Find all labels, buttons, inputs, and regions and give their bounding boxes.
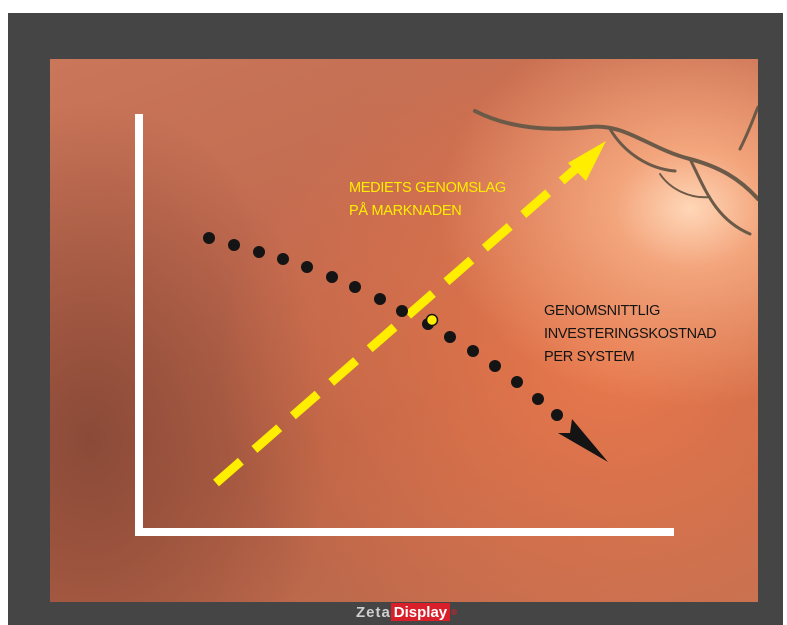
falling-line-dot: [228, 239, 240, 251]
registered-mark-icon: ®: [451, 608, 457, 617]
slide-frame: MEDIETS GENOMSLAG PÅ MARKNADEN GENOMSNIT…: [8, 13, 783, 625]
falling-line-dot: [253, 246, 265, 258]
brand-display-text: Display: [391, 603, 450, 621]
falling-line-dot: [551, 409, 563, 421]
falling-line-dot: [467, 345, 479, 357]
falling-line-dot: [349, 281, 361, 293]
falling-line-dot: [326, 271, 338, 283]
falling-line-dot: [396, 305, 408, 317]
slide: MEDIETS GENOMSLAG PÅ MARKNADEN GENOMSNIT…: [50, 59, 758, 602]
avg-cost-line-2: INVESTERINGSKOSTNAD: [544, 323, 716, 346]
media-reach-label: MEDIETS GENOMSLAG PÅ MARKNADEN: [349, 177, 506, 223]
falling-line-dot: [489, 360, 501, 372]
falling-line-dot: [301, 261, 313, 273]
tomato-stem-decoration: [475, 107, 758, 234]
falling-dotted-line: [203, 232, 563, 421]
falling-line-dot: [203, 232, 215, 244]
falling-line-dot: [444, 331, 456, 343]
avg-cost-label: GENOMSNITTLIG INVESTERINGSKOSTNAD PER SY…: [544, 300, 716, 369]
media-reach-line-1: MEDIETS GENOMSLAG: [349, 177, 506, 200]
falling-line-dot: [532, 393, 544, 405]
avg-cost-line-1: GENOMSNITTLIG: [544, 300, 716, 323]
falling-line-dot: [277, 253, 289, 265]
falling-arrowhead: [558, 419, 608, 462]
brand-zeta-text: Zeta: [356, 604, 391, 621]
falling-line-dot: [511, 376, 523, 388]
avg-cost-line-3: PER SYSTEM: [544, 346, 716, 369]
intersection-point: [427, 315, 438, 326]
falling-line-dot: [374, 293, 386, 305]
media-reach-line-2: PÅ MARKNADEN: [349, 200, 506, 223]
